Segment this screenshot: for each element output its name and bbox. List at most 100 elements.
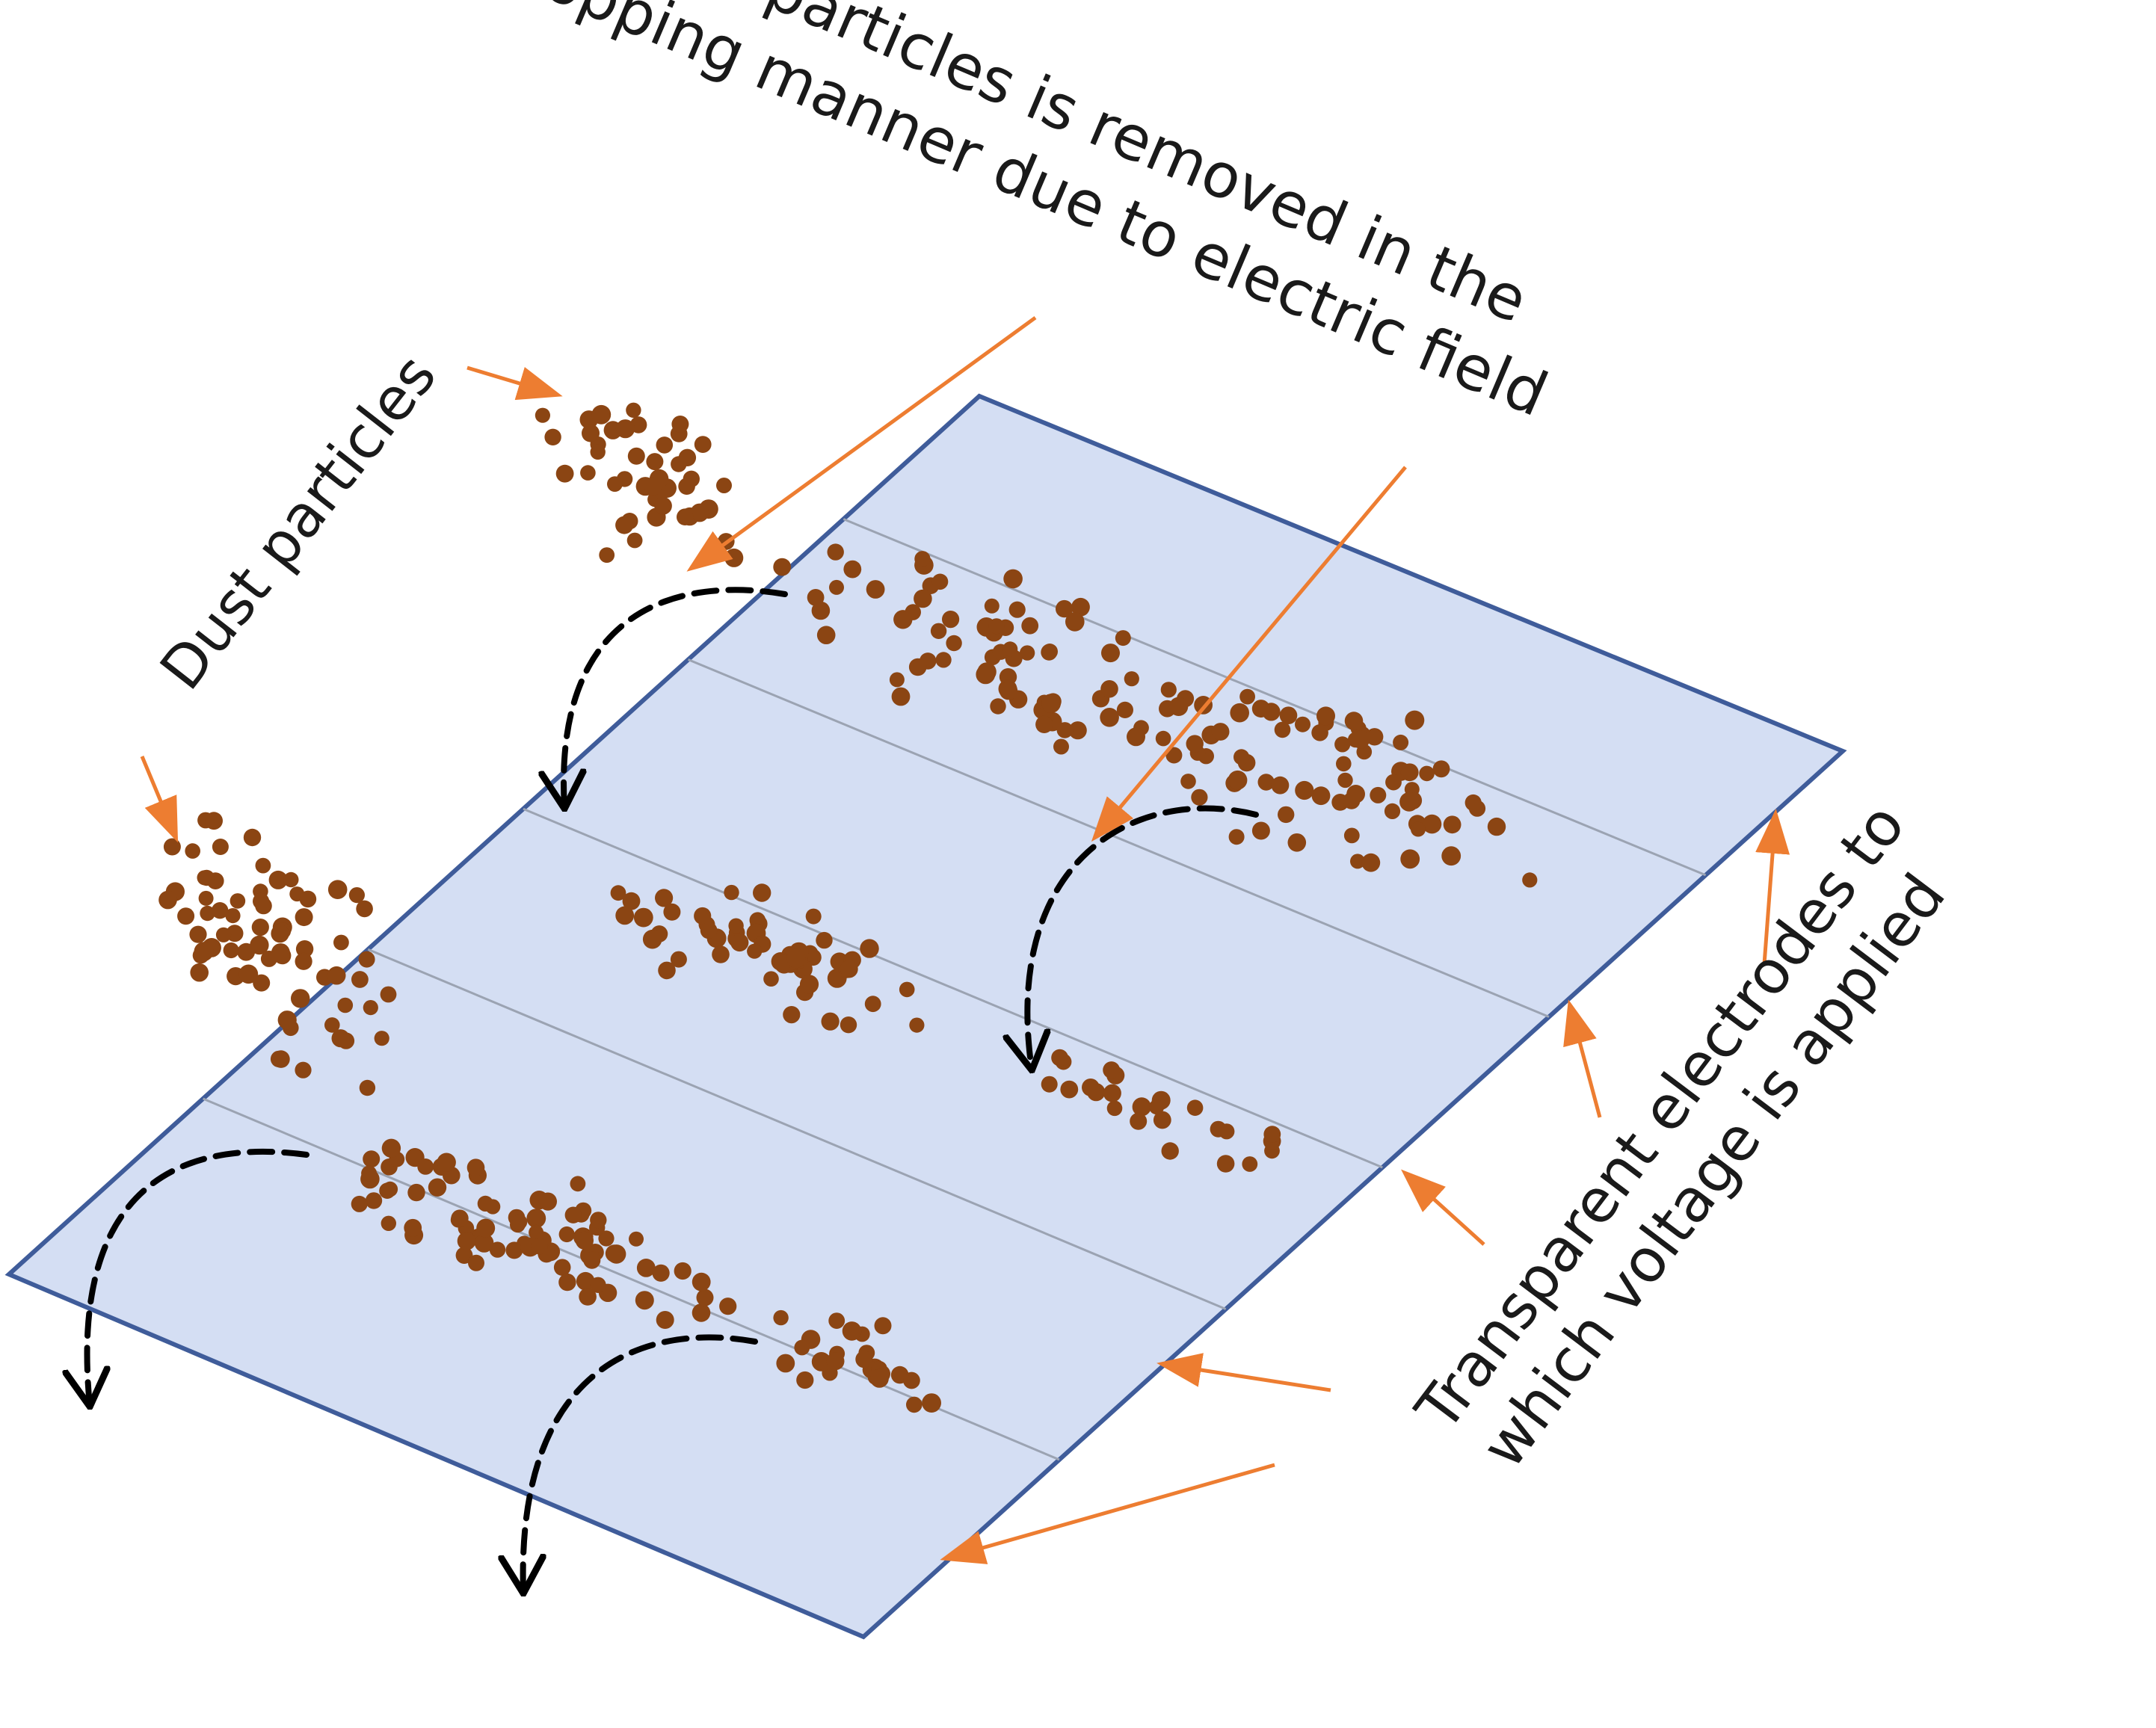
dust-particle <box>189 925 207 943</box>
dust-particle <box>198 890 214 906</box>
dust-particle <box>622 892 641 910</box>
dust-particle <box>1443 815 1462 834</box>
dust-particle <box>658 961 676 980</box>
dust-particle <box>636 1259 656 1277</box>
dust-particle <box>260 950 277 967</box>
dust-particle <box>1399 792 1419 812</box>
dust-particle <box>605 1244 623 1262</box>
dust-particle <box>1311 786 1331 806</box>
dust-particle <box>773 1309 789 1326</box>
dust-particle <box>1361 853 1381 872</box>
dust-particle <box>570 1176 586 1192</box>
dust-particle <box>899 981 915 998</box>
dust-particle <box>946 635 962 652</box>
dust-particle <box>558 1226 575 1243</box>
dust-particle <box>1405 710 1425 730</box>
arrow-electrode-5 <box>940 1463 1275 1564</box>
electrode-line-1 <box>843 518 1707 877</box>
dust-particle <box>477 1195 493 1212</box>
dust-particle <box>694 907 712 925</box>
dust-particle <box>674 1262 692 1280</box>
dust-particle <box>855 1351 873 1368</box>
dust-particle <box>529 1224 544 1240</box>
dust-particle <box>828 1312 846 1329</box>
electrode-line-3 <box>523 807 1383 1169</box>
dust-particle <box>627 447 645 465</box>
dust-particle <box>1263 1126 1281 1143</box>
dust-particle <box>215 927 232 942</box>
dust-particle <box>531 1238 548 1255</box>
dust-particle <box>1271 776 1290 794</box>
dust-particle <box>860 939 879 958</box>
dust-particle <box>327 880 348 899</box>
dust-particle <box>466 1158 485 1176</box>
dust-particle <box>1041 694 1061 713</box>
dust-particle <box>163 838 181 856</box>
dust-particle <box>1242 1156 1258 1172</box>
dust-particle <box>1385 774 1402 791</box>
dust-particle <box>255 897 272 915</box>
dust-particle <box>255 857 271 874</box>
dust-particle <box>363 1000 378 1016</box>
dust-particle <box>1160 682 1177 698</box>
dust-particle <box>1344 712 1364 730</box>
dust-particle <box>1165 747 1183 764</box>
dust-particle <box>889 672 905 688</box>
label-dust-particles: Dust particles <box>148 342 450 702</box>
dust-particle <box>1056 722 1074 738</box>
dust-particle <box>728 918 744 934</box>
dust-particle <box>324 1017 340 1033</box>
dust-particle <box>1287 833 1307 852</box>
dust-particle <box>407 1183 425 1202</box>
dust-particle <box>158 890 177 910</box>
dust-particle <box>840 960 858 978</box>
dust-particle <box>816 931 833 949</box>
dust-particle <box>1155 730 1171 747</box>
dust-particle <box>374 1031 389 1046</box>
dust-particle <box>1003 569 1023 589</box>
dust-particle <box>1432 760 1450 778</box>
dust-particle <box>1295 716 1310 732</box>
dust-particle <box>451 1209 469 1227</box>
dust-particle <box>230 893 246 909</box>
dust-particle <box>821 1012 840 1031</box>
dust-particle <box>359 1079 376 1096</box>
dust-particle <box>351 971 369 988</box>
dust-particle <box>909 1017 925 1033</box>
dust-particle <box>826 1352 845 1371</box>
dust-particle <box>615 419 635 439</box>
dust-particle <box>1334 736 1351 753</box>
dust-particle <box>626 402 641 418</box>
dust-particle <box>796 1371 814 1389</box>
dust-particle <box>1035 715 1053 733</box>
dust-particle <box>379 1182 395 1199</box>
dust-particle <box>1002 641 1018 657</box>
dust-particle <box>437 1152 456 1172</box>
dust-particle <box>829 579 844 595</box>
hop-arrow-3 <box>87 1148 309 1405</box>
arrow-hopping-2 <box>1091 466 1407 842</box>
dust-particle <box>1021 617 1039 635</box>
dust-particle <box>842 1321 862 1341</box>
dust-particle <box>1019 645 1035 661</box>
dust-particle <box>1366 728 1384 746</box>
dust-particle <box>283 871 299 888</box>
dust-particle <box>930 623 947 639</box>
dust-particle <box>579 1288 597 1306</box>
dust-particle <box>200 905 215 922</box>
dust-particle <box>874 1317 892 1335</box>
dust-particle <box>1041 1076 1058 1093</box>
dust-particle <box>712 945 730 963</box>
dust-particle <box>724 884 739 901</box>
dust-particle <box>381 1138 401 1158</box>
dust-particle <box>905 604 921 620</box>
dust-particle <box>730 933 749 952</box>
dust-particle <box>575 1231 594 1250</box>
dust-particle <box>348 887 365 904</box>
dust-particle <box>1127 727 1145 747</box>
callout-arrows <box>140 315 1790 1564</box>
dust-particle <box>615 906 635 925</box>
dust-particle <box>365 1192 383 1209</box>
dust-particle <box>990 698 1006 715</box>
